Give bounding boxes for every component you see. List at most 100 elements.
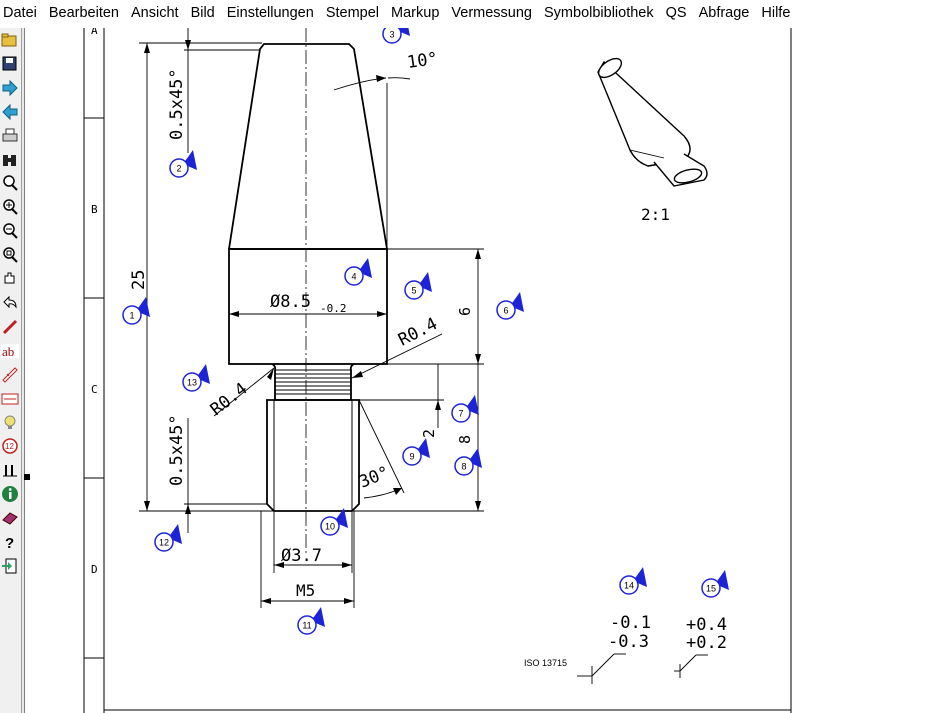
balloon-7[interactable]: 7 xyxy=(451,395,479,423)
balloon-11[interactable]: 11 xyxy=(297,607,325,635)
pen-button[interactable] xyxy=(0,316,20,338)
menu-abfrage[interactable]: Abfrage xyxy=(698,5,750,21)
menu-datei[interactable]: Datei xyxy=(3,5,37,21)
tol-plus-b: +0.2 xyxy=(686,633,727,653)
chamfer-top-text: 0.5x45° xyxy=(167,68,187,140)
balloon-number: 4 xyxy=(351,272,356,282)
align-button[interactable] xyxy=(0,459,20,481)
menu-bearbeiten[interactable]: Bearbeiten xyxy=(48,5,119,21)
print-icon xyxy=(2,128,18,142)
text-ab-label: ab xyxy=(2,344,14,359)
bulb-button[interactable] xyxy=(0,411,20,433)
dimension-line-button[interactable] xyxy=(0,388,20,410)
info-icon xyxy=(2,486,18,503)
text-ab-button[interactable]: ab xyxy=(0,340,20,362)
zone-label: D xyxy=(91,563,98,576)
balloon-number: 10 xyxy=(325,522,335,532)
tol-minus-a: -0.1 xyxy=(610,613,651,633)
balloon-2[interactable]: 2 xyxy=(169,150,197,178)
balloon-4[interactable]: 4 xyxy=(344,258,372,286)
undo-icon xyxy=(3,295,17,309)
menu-symbolbibliothek[interactable]: Symbolbibliothek xyxy=(544,5,654,21)
book-icon xyxy=(2,512,18,525)
tol-minus-b: -0.3 xyxy=(608,632,649,652)
binoculars-button[interactable] xyxy=(0,149,20,171)
drawing-canvas[interactable]: A B C D xyxy=(24,28,932,713)
balloon-number: 5 xyxy=(411,286,416,296)
ruler-measure-icon xyxy=(2,366,18,383)
menu-qs[interactable]: QS xyxy=(665,5,687,21)
help-glyph: ? xyxy=(5,535,14,552)
pen-icon xyxy=(2,319,18,334)
technical-drawing[interactable]: A B C D xyxy=(24,28,932,713)
menu-markup[interactable]: Markup xyxy=(391,5,440,21)
balloon-8[interactable]: 8 xyxy=(454,448,482,476)
zoom-in-button[interactable] xyxy=(0,196,20,218)
binoculars-icon xyxy=(3,154,16,166)
dimension-line-icon xyxy=(1,393,19,404)
balloon-5[interactable]: 5 xyxy=(404,272,432,300)
info-button[interactable] xyxy=(0,483,20,505)
zone-label: C xyxy=(91,383,98,396)
length-total-text: 25 xyxy=(129,270,149,290)
open-folder-icon xyxy=(1,33,17,47)
balloon-number: 2 xyxy=(176,164,181,174)
menu-bild[interactable]: Bild xyxy=(190,5,215,21)
zone-label: A xyxy=(91,28,98,37)
balloon-15[interactable]: 15 xyxy=(701,570,729,598)
pan-hand-button[interactable] xyxy=(0,268,20,290)
balloon-number: 1 xyxy=(129,311,134,321)
toolbar-divider xyxy=(22,28,24,713)
zoom-out-button[interactable] xyxy=(0,220,20,242)
help-button[interactable]: ? xyxy=(0,531,20,553)
balloon-number: 14 xyxy=(624,581,634,591)
ruler-measure-button[interactable] xyxy=(0,364,20,386)
balloon-number: 12 xyxy=(159,538,169,548)
balloon-3[interactable]: 3 xyxy=(382,28,410,44)
frame-marker xyxy=(24,474,30,480)
exit-button[interactable] xyxy=(0,555,20,577)
arrowheads xyxy=(144,40,481,604)
balloon-number: 6 xyxy=(503,306,508,316)
menu-vermessung[interactable]: Vermessung xyxy=(451,5,532,21)
save-button[interactable] xyxy=(0,53,20,75)
zone-label: B xyxy=(91,203,98,216)
numbered-balloon-button[interactable]: 12 xyxy=(0,435,20,457)
book-button[interactable] xyxy=(0,507,20,529)
balloon-number: 9 xyxy=(409,452,414,462)
balloon-10[interactable]: 10 xyxy=(320,508,348,536)
zoom-fit-button[interactable] xyxy=(0,244,20,266)
balloon-9[interactable]: 9 xyxy=(402,438,430,466)
thread-text: M5 xyxy=(296,581,315,600)
undo-button[interactable] xyxy=(0,292,20,314)
forward-arrow-button[interactable] xyxy=(0,77,20,99)
tol-plus-a: +0.4 xyxy=(686,615,727,635)
zoom-button[interactable] xyxy=(0,172,20,194)
back-arrow-icon xyxy=(2,103,18,120)
diameter-main-text: Ø8.5 xyxy=(270,292,311,312)
menu-ansicht[interactable]: Ansicht xyxy=(131,5,179,21)
menu-hilfe[interactable]: Hilfe xyxy=(761,5,791,21)
menu-einstellungen[interactable]: Einstellungen xyxy=(226,5,314,21)
height-2-text: 2 xyxy=(420,429,438,438)
balloon-14[interactable]: 14 xyxy=(619,567,647,595)
balloon-number: 13 xyxy=(187,378,197,388)
balloon-12[interactable]: 12 xyxy=(154,524,182,552)
balloon-number: 7 xyxy=(458,409,463,419)
menu-stempel[interactable]: Stempel xyxy=(325,5,380,21)
back-arrow-button[interactable] xyxy=(0,101,20,123)
angle-30-text: 30° xyxy=(356,463,392,493)
balloon-6[interactable]: 6 xyxy=(496,292,524,320)
balloon-13[interactable]: 13 xyxy=(182,364,210,392)
open-folder-button[interactable] xyxy=(0,29,20,51)
pan-hand-icon xyxy=(4,272,15,284)
isometric-view[interactable] xyxy=(595,55,708,187)
print-button[interactable] xyxy=(0,125,20,147)
thread-lines xyxy=(273,373,353,511)
chamfer-bottom-text: 0.5x45° xyxy=(167,414,187,486)
balloon-1[interactable]: 1 xyxy=(122,297,150,325)
angle-top-text: 10° xyxy=(406,49,439,73)
height-6-text: 6 xyxy=(456,307,474,316)
iso-text: ISO 13715 xyxy=(524,658,567,668)
